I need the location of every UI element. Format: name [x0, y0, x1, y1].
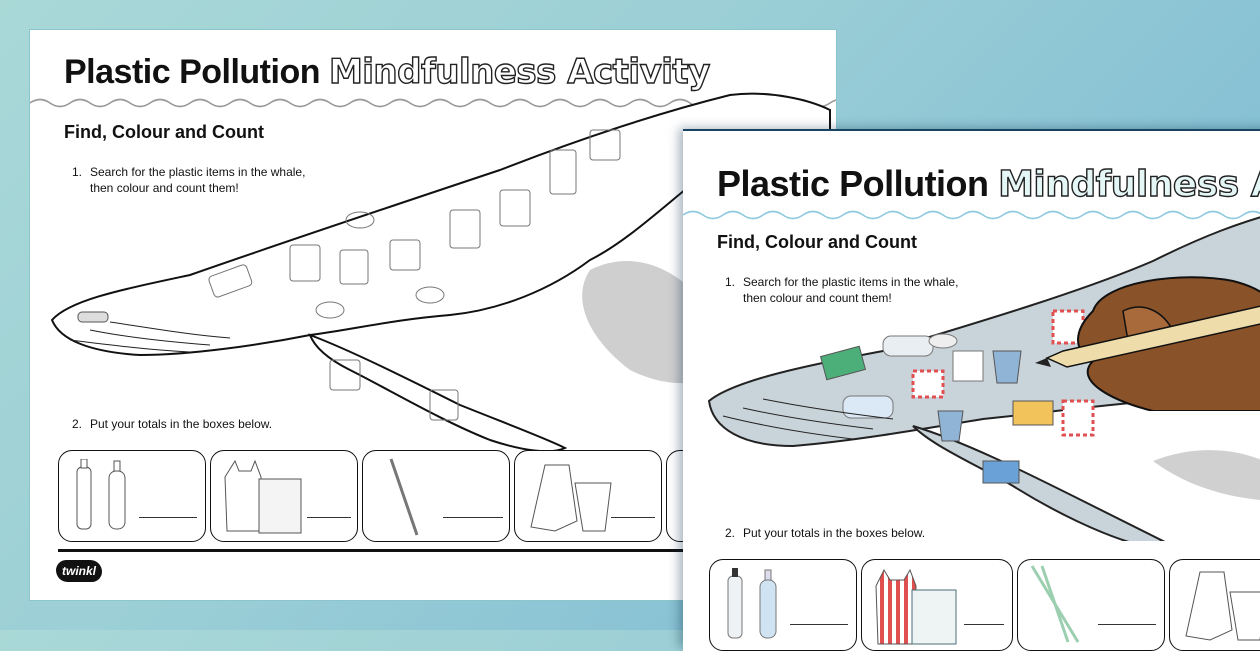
worksheet-colour: Plastic Pollution Mindfulness Ac Find, C… [683, 131, 1260, 651]
count-box-bottles[interactable] [58, 450, 206, 542]
instruction-1: 1. Search for the plastic items in the wh… [725, 274, 958, 306]
step-text: Search for the plastic items in the whal… [90, 165, 306, 179]
subheading: Find, Colour and Count [717, 232, 917, 252]
count-box-bags[interactable] [861, 559, 1013, 651]
carton-cup-icon [1185, 571, 1260, 641]
step-number: 2. [725, 526, 736, 540]
footer-rule [58, 549, 836, 552]
step-number: 1. [72, 165, 83, 179]
count-box-cartons-cups[interactable] [1169, 559, 1260, 651]
step-text: then colour and count them! [90, 181, 239, 196]
carton-cup-icon [530, 464, 612, 532]
count-box-cartons-cups[interactable] [514, 450, 662, 542]
bottle-icon [76, 459, 126, 530]
straw-icon [1030, 565, 1080, 643]
step-number: 2. [72, 417, 83, 431]
title-solid: Plastic Pollution [64, 53, 320, 91]
count-box-straws[interactable] [362, 450, 510, 542]
step-text: Put your totals in the boxes below. [90, 417, 273, 431]
worksheet-title: Plastic Pollution Mindfulness Ac [717, 163, 1260, 206]
step-text: Search for the plastic items in the whal… [743, 275, 959, 289]
subheading: Find, Colour and Count [64, 122, 264, 142]
instruction-2: 2. Put your totals in the boxes below. [72, 416, 272, 432]
count-boxes [709, 559, 1260, 651]
count-box-bottles[interactable] [709, 559, 857, 651]
bag-icon [875, 568, 957, 645]
wave-divider [683, 210, 1260, 220]
straw-icon [389, 458, 419, 536]
title-outline: Mindfulness Activity [328, 51, 711, 92]
hand-holding-pencil [1035, 276, 1260, 411]
step-number: 1. [725, 275, 736, 289]
count-box-straws[interactable] [1017, 559, 1165, 651]
twinkl-logo: twinkl [56, 560, 103, 582]
worksheet-title: Plastic Pollution Mindfulness Activity [64, 51, 711, 92]
title-solid: Plastic Pollution [717, 163, 989, 204]
step-text: Put your totals in the boxes below. [743, 526, 926, 540]
instruction-1: 1. Search for the plastic items in the wh… [72, 164, 305, 196]
bottle-icon [727, 568, 777, 639]
instruction-2: 2. Put your totals in the boxes below. [725, 525, 925, 541]
bag-icon [224, 459, 302, 534]
step-text: then colour and count them! [743, 291, 892, 306]
title-outline: Mindfulness Ac [997, 163, 1260, 205]
count-box-bags[interactable] [210, 450, 358, 542]
